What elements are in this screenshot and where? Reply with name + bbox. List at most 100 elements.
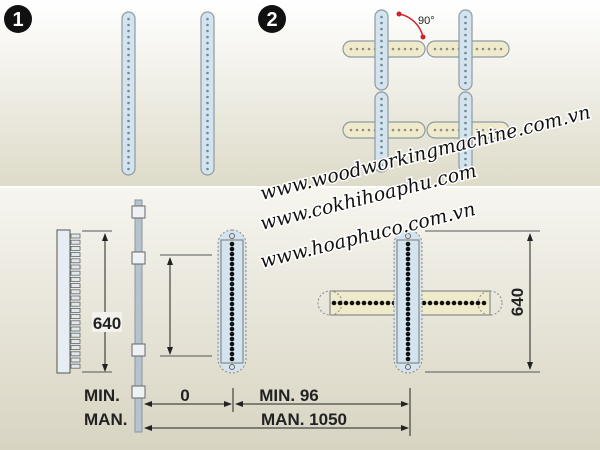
hole xyxy=(405,261,411,267)
hole xyxy=(206,113,209,117)
hole xyxy=(380,145,383,149)
hole xyxy=(464,163,467,167)
pin-tooth xyxy=(70,264,81,270)
hole xyxy=(464,115,467,119)
top-panel xyxy=(0,0,600,186)
hole xyxy=(367,300,373,306)
hole xyxy=(475,128,479,132)
min-gap-label: 0 xyxy=(180,386,189,405)
pin-tooth xyxy=(70,307,81,313)
hole xyxy=(380,63,383,67)
pin-tooth xyxy=(70,233,81,239)
hole xyxy=(206,95,209,99)
rail xyxy=(131,199,146,433)
hole xyxy=(405,321,411,327)
pin-strip-body xyxy=(458,91,473,173)
hole xyxy=(127,17,130,21)
hole xyxy=(380,51,383,55)
hole xyxy=(380,57,383,61)
hole xyxy=(367,128,371,132)
hole xyxy=(229,251,235,257)
pin-strip-body xyxy=(458,9,473,91)
hole xyxy=(229,286,235,292)
hole xyxy=(481,47,485,51)
hole xyxy=(229,341,235,347)
pin-tooth xyxy=(70,345,81,351)
hole xyxy=(380,163,383,167)
hole xyxy=(229,256,235,262)
hole xyxy=(127,47,130,51)
hole xyxy=(464,21,467,25)
hole xyxy=(206,149,209,153)
hole xyxy=(405,316,411,322)
hole xyxy=(464,139,467,143)
hole xyxy=(464,27,467,31)
step-2-badge: 2 xyxy=(258,5,286,33)
svg-text:1: 1 xyxy=(12,9,23,31)
hole xyxy=(464,33,467,37)
hole xyxy=(409,47,413,51)
hole xyxy=(127,161,130,165)
pin-tooth xyxy=(70,363,81,369)
hole xyxy=(380,39,383,43)
hole xyxy=(229,271,235,277)
pin-tooth xyxy=(70,314,81,320)
hole xyxy=(206,83,209,87)
hole xyxy=(487,128,491,132)
hole xyxy=(464,157,467,161)
hole xyxy=(206,161,209,165)
hole xyxy=(463,300,469,306)
rail-bracket xyxy=(131,251,146,265)
hole xyxy=(127,131,130,135)
hole xyxy=(457,300,463,306)
hole xyxy=(464,127,467,131)
hole xyxy=(229,356,235,362)
pin-strip xyxy=(458,9,473,91)
hole xyxy=(355,300,361,306)
hole xyxy=(206,167,209,171)
hole xyxy=(433,300,439,306)
hole xyxy=(499,128,503,132)
pin-tooth xyxy=(70,301,81,307)
hole xyxy=(380,27,383,31)
hole xyxy=(433,128,437,132)
hole xyxy=(380,133,383,137)
hole xyxy=(229,281,235,287)
pin-strip xyxy=(458,91,473,173)
hole xyxy=(229,364,235,370)
hole xyxy=(206,101,209,105)
hole xyxy=(405,246,411,252)
hole xyxy=(206,29,209,33)
hole xyxy=(343,300,349,306)
hole xyxy=(487,47,491,51)
min-spacing-label: MIN. 96 xyxy=(259,386,319,405)
hole xyxy=(499,47,503,51)
hole xyxy=(385,300,391,306)
pin-tooth xyxy=(70,245,81,251)
side-panel-profile xyxy=(56,229,81,374)
hole xyxy=(403,128,407,132)
hole xyxy=(127,41,130,45)
height-label-left: 640 xyxy=(93,314,121,333)
hole xyxy=(421,300,427,306)
hole xyxy=(229,346,235,352)
hole xyxy=(445,47,449,51)
hole xyxy=(229,336,235,342)
hole xyxy=(405,301,411,307)
hole xyxy=(439,47,443,51)
hole xyxy=(464,15,467,19)
hole xyxy=(380,15,383,19)
hole xyxy=(367,47,371,51)
pin-tooth xyxy=(70,332,81,338)
hole xyxy=(405,351,411,357)
hole xyxy=(415,128,419,132)
hole xyxy=(405,271,411,277)
hole xyxy=(380,121,383,125)
hole xyxy=(229,291,235,297)
pin-strip-body xyxy=(374,9,389,91)
hole xyxy=(373,300,379,306)
hole xyxy=(451,300,457,306)
angle-indicator: 90° xyxy=(396,11,435,40)
pin-strip-body xyxy=(220,239,244,364)
hole xyxy=(229,306,235,312)
